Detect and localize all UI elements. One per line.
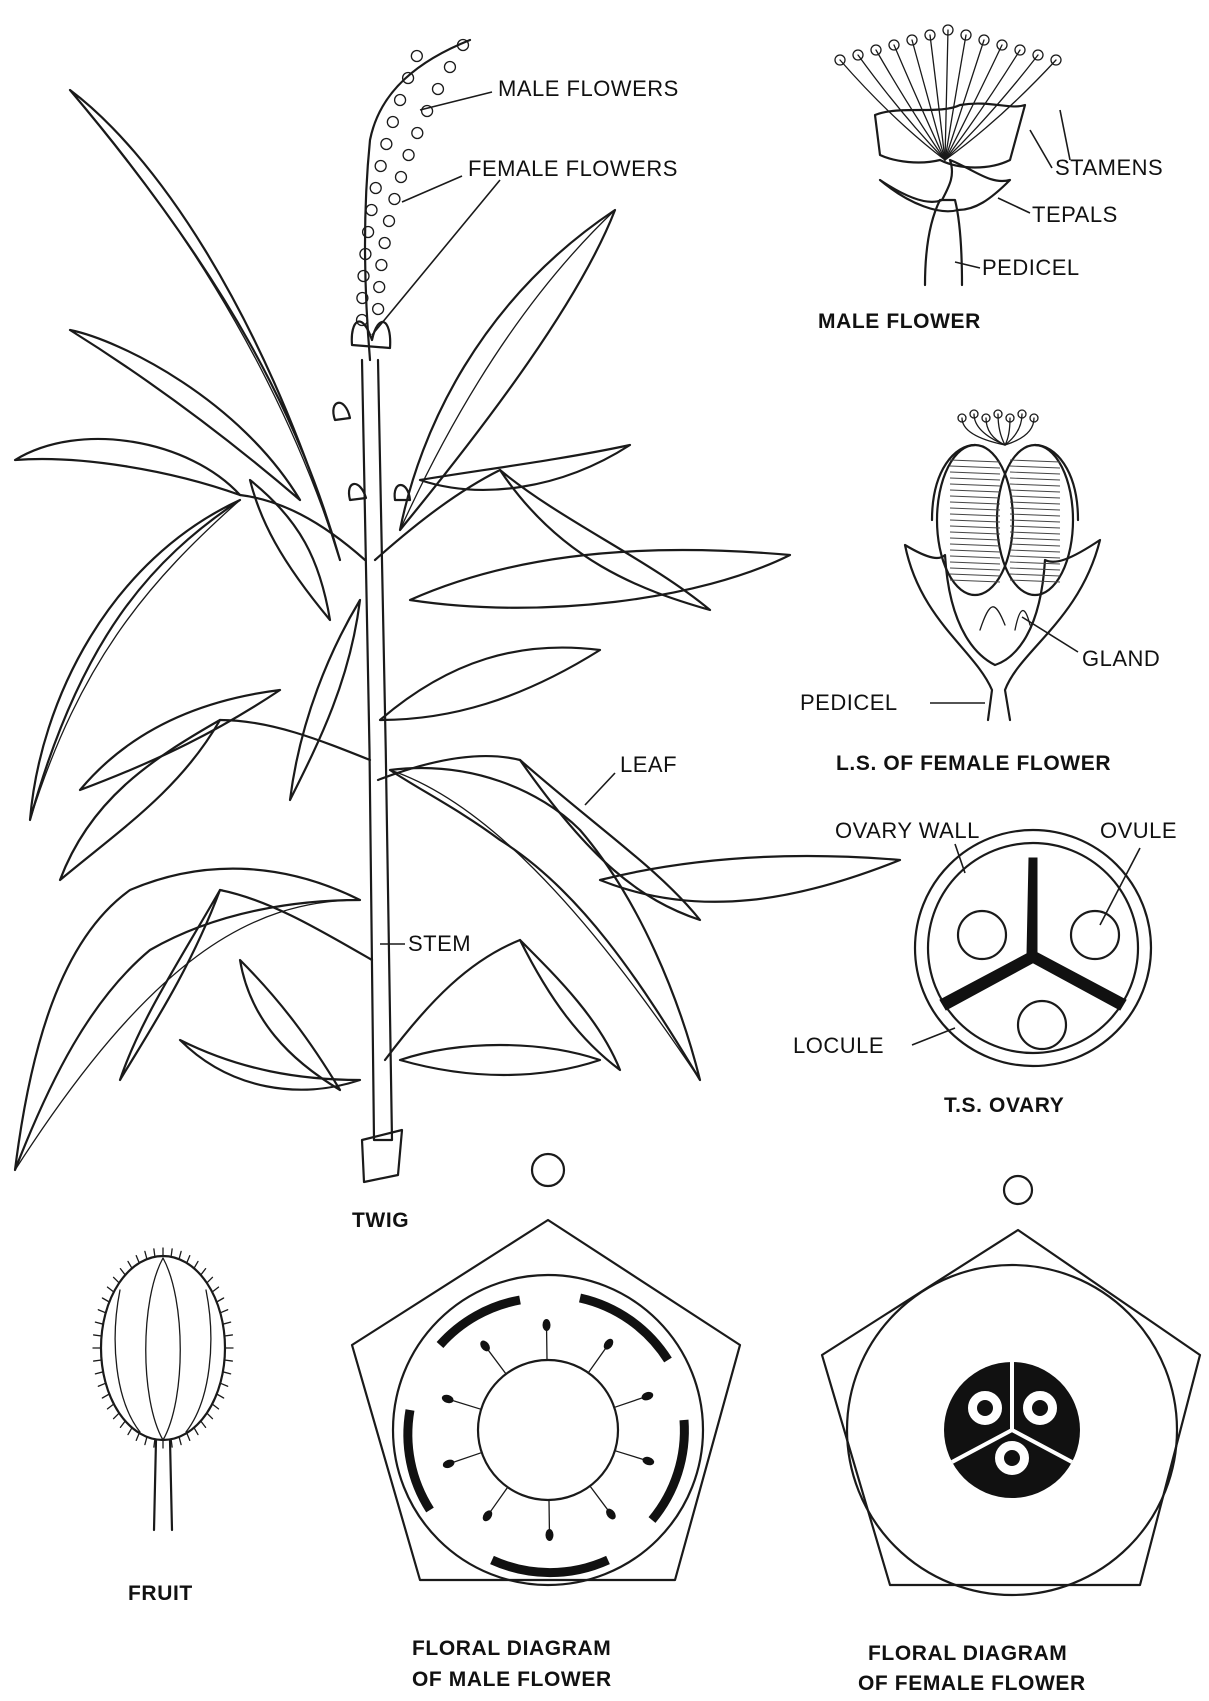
gland-label: GLAND [1082,646,1160,671]
male-pedicel [925,200,962,285]
pedicel-male-leader [955,262,980,268]
male-stamen-whorl [441,1319,655,1541]
floral-diagram-female [822,1176,1200,1595]
stem-label: STEM [408,931,471,956]
stem [362,360,392,1140]
floret [381,139,392,150]
female-flower-bud [352,321,390,348]
female-flowers-leader-1 [402,176,462,202]
floral-male-caption-line1: FLORAL DIAGRAM [412,1637,611,1660]
floret [411,51,422,62]
floret [412,128,423,139]
ovule-label: OVULE [1100,818,1177,843]
floret [374,282,385,293]
ovule-right [1071,911,1119,959]
axis-female [1004,1176,1032,1204]
ovary-locule-right [997,445,1073,595]
ovary-locule-left [937,445,1013,595]
floral-female-caption-line2: OF FEMALE FLOWER [858,1672,1086,1695]
male-flowers-label: MALE FLOWERS [498,76,679,101]
fruit-caption: FRUIT [128,1582,193,1605]
leaf-leader [585,773,615,805]
pedicel-male-label: PEDICEL [982,255,1080,280]
floral-female-caption-line1: FLORAL DIAGRAM [868,1642,1067,1665]
floret [403,150,414,161]
fruit-capsule [101,1256,225,1440]
stamens-label: STAMENS [1055,155,1163,180]
stamens-leader-2 [1060,110,1070,160]
floret [357,315,368,326]
ovule-left [958,911,1006,959]
leaf [70,90,340,560]
floret [379,238,390,249]
tepals [880,160,1010,211]
male-flower-illustration [835,25,1061,285]
floret [370,183,381,194]
leaf-label: LEAF [620,752,677,777]
ts-ovary-caption: T.S. OVARY [944,1094,1064,1117]
floret [384,216,395,227]
fruit-illustration [93,1248,233,1530]
pedicel-female-label: PEDICEL [800,690,898,715]
floret [395,95,406,106]
ovule-bottom [1018,1001,1066,1049]
axis-male [532,1154,564,1186]
receptacle-male [478,1360,618,1500]
male-flowers-leader [420,92,492,110]
tepals-label: TEPALS [1032,202,1118,227]
floret [395,172,406,183]
floral-male-caption-line2: OF MALE FLOWER [412,1668,612,1691]
floret [375,161,386,172]
twig-caption: TWIG [352,1209,409,1232]
floret [358,271,369,282]
ovary-wall-label: OVARY WALL [835,818,980,843]
floret [432,84,443,95]
floret [387,117,398,128]
floret [389,194,400,205]
floret [444,62,455,73]
receptacle [905,540,1100,720]
female-flowers-label: FEMALE FLOWERS [468,156,678,181]
ls-female-caption: L.S. OF FEMALE FLOWER [836,752,1111,775]
locule-leader [912,1028,955,1045]
floret [403,73,414,84]
floret [373,304,384,315]
male-flower-caption: MALE FLOWER [818,310,981,333]
stamens [835,25,1061,160]
stamens-leader-1 [1030,130,1052,168]
leaf-labeled [390,768,700,1080]
tepals-leader [998,198,1030,213]
gland-leader [1022,617,1078,652]
floret [376,260,387,271]
leaves [15,90,900,1170]
ls-female-flower-illustration [905,410,1100,720]
twig-illustration [15,40,900,1183]
floral-diagram-male [352,1154,740,1585]
fruit-stalk [154,1440,172,1530]
floret [366,205,377,216]
locule-label: LOCULE [793,1033,884,1058]
